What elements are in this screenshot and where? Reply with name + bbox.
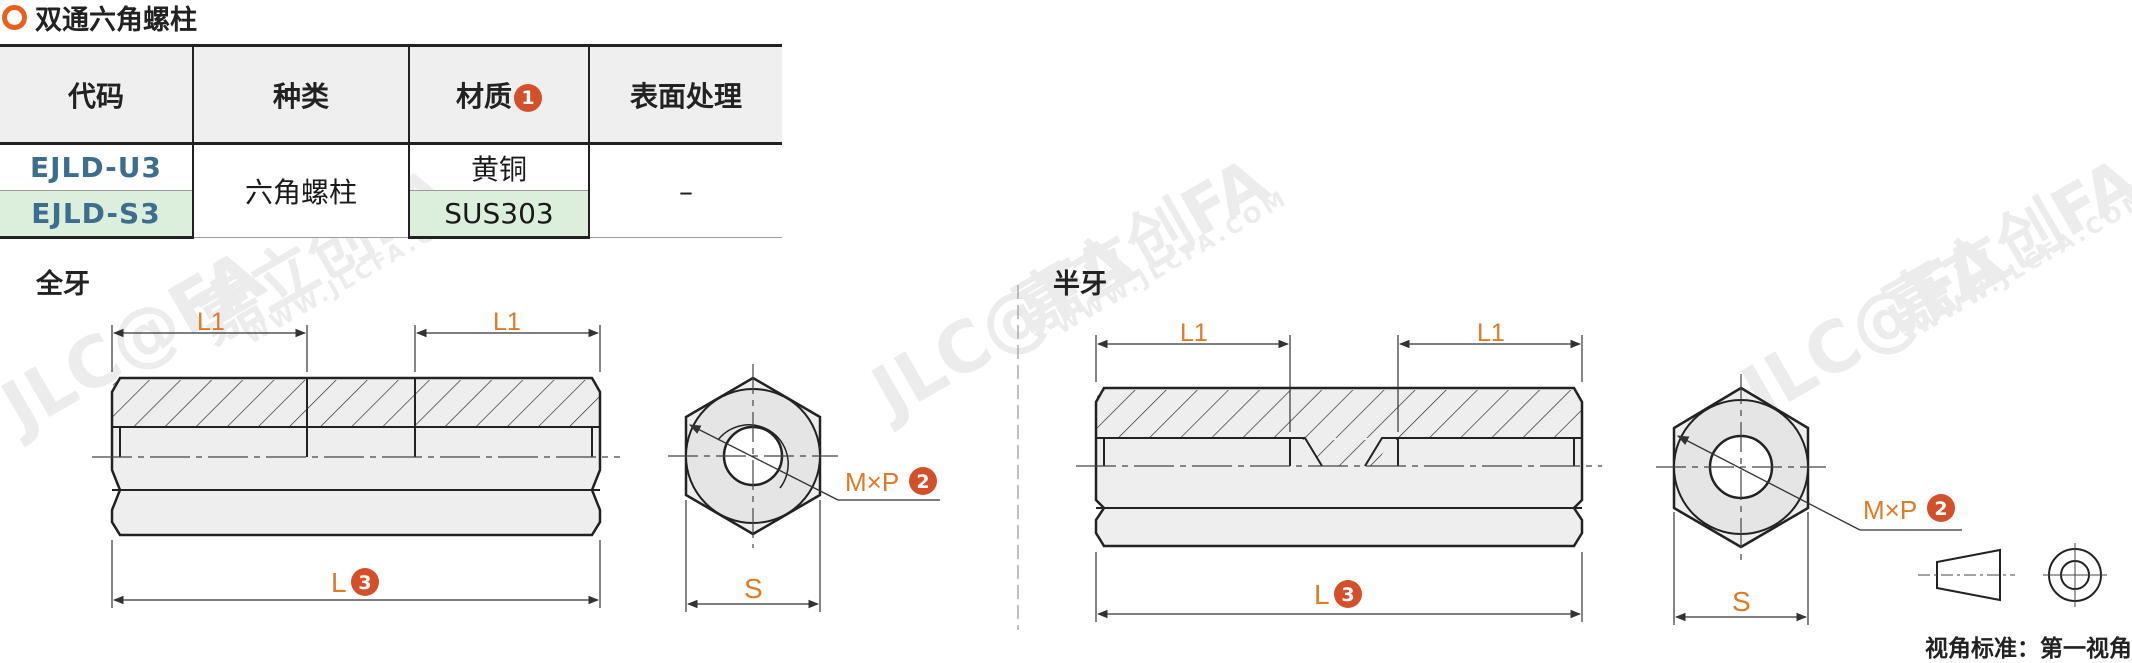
right-s-label: S [1732, 586, 1751, 617]
first-angle-projection-icon [1918, 543, 2107, 607]
right-mxp-badge-circle [1927, 494, 1955, 522]
left-l1-label-b: L1 [493, 308, 521, 336]
right-mxp-badge: 2 [1934, 498, 1947, 520]
left-s-label: S [744, 573, 763, 604]
table-row: EJLD-U3 六角螺柱 黄铜 – [0, 143, 782, 238]
cell-code: EJLD-S3 [0, 190, 193, 239]
half-thread-label: 半牙 [1053, 269, 1107, 300]
table-row: EJLD-S3 SUS303 [0, 190, 782, 239]
header-type: 种类 [192, 44, 409, 145]
half-thread-side-view [1076, 335, 1602, 622]
left-l-label: L [331, 567, 347, 598]
half-thread-hex-view [1656, 374, 1962, 625]
left-l-badge: 3 [358, 572, 371, 594]
header-surface: 表面处理 [588, 44, 782, 145]
full-thread-label: 全牙 [36, 269, 90, 300]
ring-bullet-icon [2, 4, 27, 30]
left-mxp-badge: 2 [916, 471, 929, 493]
right-l-label: L [1314, 579, 1330, 610]
full-thread-hex-view [668, 364, 940, 612]
cell-material: 黄铜 [408, 143, 589, 191]
left-l1-label-a: L1 [197, 308, 225, 336]
header-code: 代码 [0, 44, 193, 145]
left-mxp-label: M×P [845, 467, 899, 497]
cell-code: EJLD-U3 [0, 143, 193, 191]
section-title-text: 双通六角螺柱 [35, 4, 197, 36]
left-l-badge-circle [351, 568, 379, 596]
right-l-badge: 3 [1341, 584, 1354, 606]
right-l1-label-a: L1 [1180, 319, 1208, 347]
full-thread-side-view [92, 325, 620, 608]
cell-material: SUS303 [408, 190, 589, 239]
cell-type: 六角螺柱 [192, 143, 409, 238]
left-mxp-badge-circle [909, 467, 937, 495]
right-l1-label-b: L1 [1477, 319, 1505, 347]
material-note-badge: 1 [514, 83, 542, 112]
cell-surface: – [588, 143, 782, 238]
section-title: 双通六角螺柱 [2, 0, 197, 36]
view-standard-note: 视角标准：第一视角 [1925, 636, 2132, 662]
right-l-badge-circle [1334, 580, 1362, 608]
right-mxp-label: M×P [1863, 495, 1917, 525]
